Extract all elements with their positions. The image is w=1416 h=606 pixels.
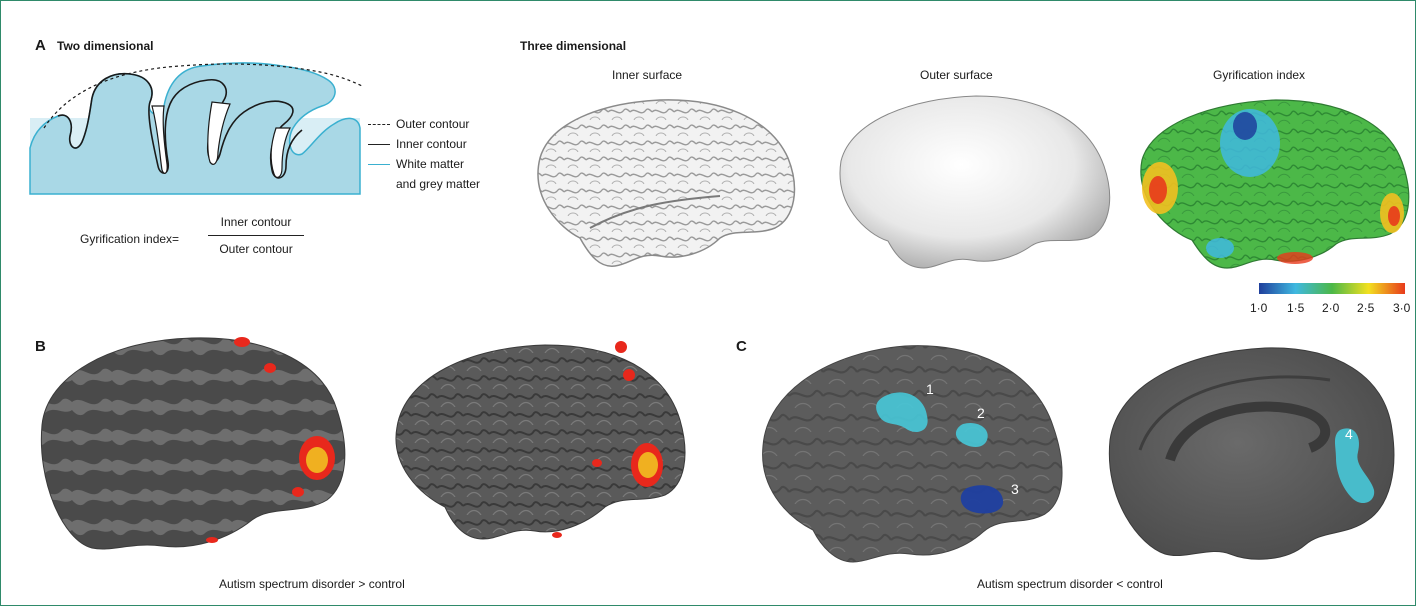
legend-white-matter: White matter [368, 157, 464, 171]
inflated-brain-shape [41, 338, 344, 549]
formula-numerator: Inner contour [208, 215, 304, 229]
pial-brain-shape [396, 345, 685, 539]
surface-title-outer: Outer surface [920, 68, 993, 82]
region-label-3: 3 [1011, 481, 1019, 497]
panel-b-inflated-brain [32, 330, 362, 555]
gi-hot-core-occipital [1388, 206, 1400, 226]
inner-surface-shape [538, 100, 794, 266]
outer-surface-brain [826, 86, 1116, 271]
colorbar-tick: 3·0 [1393, 301, 1410, 315]
hot-cluster-core [306, 447, 328, 473]
panel-a-letter: A [35, 37, 46, 54]
formula-lhs: Gyrification index= [80, 232, 179, 246]
hot-cluster-small [552, 532, 562, 538]
panel-a-2d-heading: Two dimensional [57, 39, 153, 53]
legend-outer-contour: Outer contour [368, 117, 469, 131]
legend-solid-swatch [368, 144, 390, 145]
legend-dashed-swatch [368, 124, 390, 125]
outer-surface-shape [840, 96, 1110, 268]
legend-blue-swatch [368, 164, 390, 165]
panel-c-caption: Autism spectrum disorder < control [977, 577, 1163, 591]
legend-inner-contour: Inner contour [368, 137, 467, 151]
cortex-2d-diagram [30, 58, 365, 194]
gi-hot-core-frontal [1149, 176, 1167, 204]
panel-c-letter: C [736, 338, 747, 355]
legend-grey-matter: and grey matter [396, 177, 480, 191]
hot-cluster-small [234, 337, 250, 347]
region-label-4: 4 [1345, 426, 1353, 442]
hot-cluster-small [615, 341, 627, 353]
hot-cluster-core [638, 452, 658, 478]
panel-b-caption: Autism spectrum disorder > control [219, 577, 405, 591]
colorbar-tick: 2·0 [1322, 301, 1339, 315]
gi-hot-spot-temporal [1277, 252, 1313, 264]
hot-cluster-small [206, 537, 218, 543]
gi-cold-core-central [1233, 112, 1257, 140]
surface-title-inner: Inner surface [612, 68, 682, 82]
hot-cluster-small [592, 459, 602, 467]
surface-title-gi: Gyrification index [1213, 68, 1305, 82]
colorbar [1259, 283, 1405, 294]
colorbar-tick: 2·5 [1357, 301, 1374, 315]
panel-a-3d-heading: Three dimensional [520, 39, 626, 53]
formula-denominator: Outer contour [208, 242, 304, 256]
legend-label: White matter [396, 157, 464, 171]
lateral-brain-shape [763, 346, 1062, 562]
legend-label: Inner contour [396, 137, 467, 151]
inner-surface-brain [520, 88, 800, 268]
panel-c-medial-brain: 4 [1100, 340, 1400, 565]
hot-cluster-small [292, 487, 304, 497]
gi-cold-spot-temporal [1206, 238, 1234, 258]
hot-cluster-small [623, 369, 635, 381]
region-label-1: 1 [926, 381, 934, 397]
legend-label: Outer contour [396, 117, 469, 131]
colorbar-tick: 1·0 [1250, 301, 1267, 315]
region-label-2: 2 [977, 405, 985, 421]
panel-c-lateral-brain: 1 2 3 [755, 336, 1080, 566]
hot-cluster-small [264, 363, 276, 373]
gyrification-index-brain [1130, 88, 1415, 270]
colorbar-tick: 1·5 [1287, 301, 1304, 315]
legend-label: and grey matter [396, 177, 480, 191]
panel-b-pial-brain [385, 335, 690, 545]
formula-fraction-bar [208, 235, 304, 236]
